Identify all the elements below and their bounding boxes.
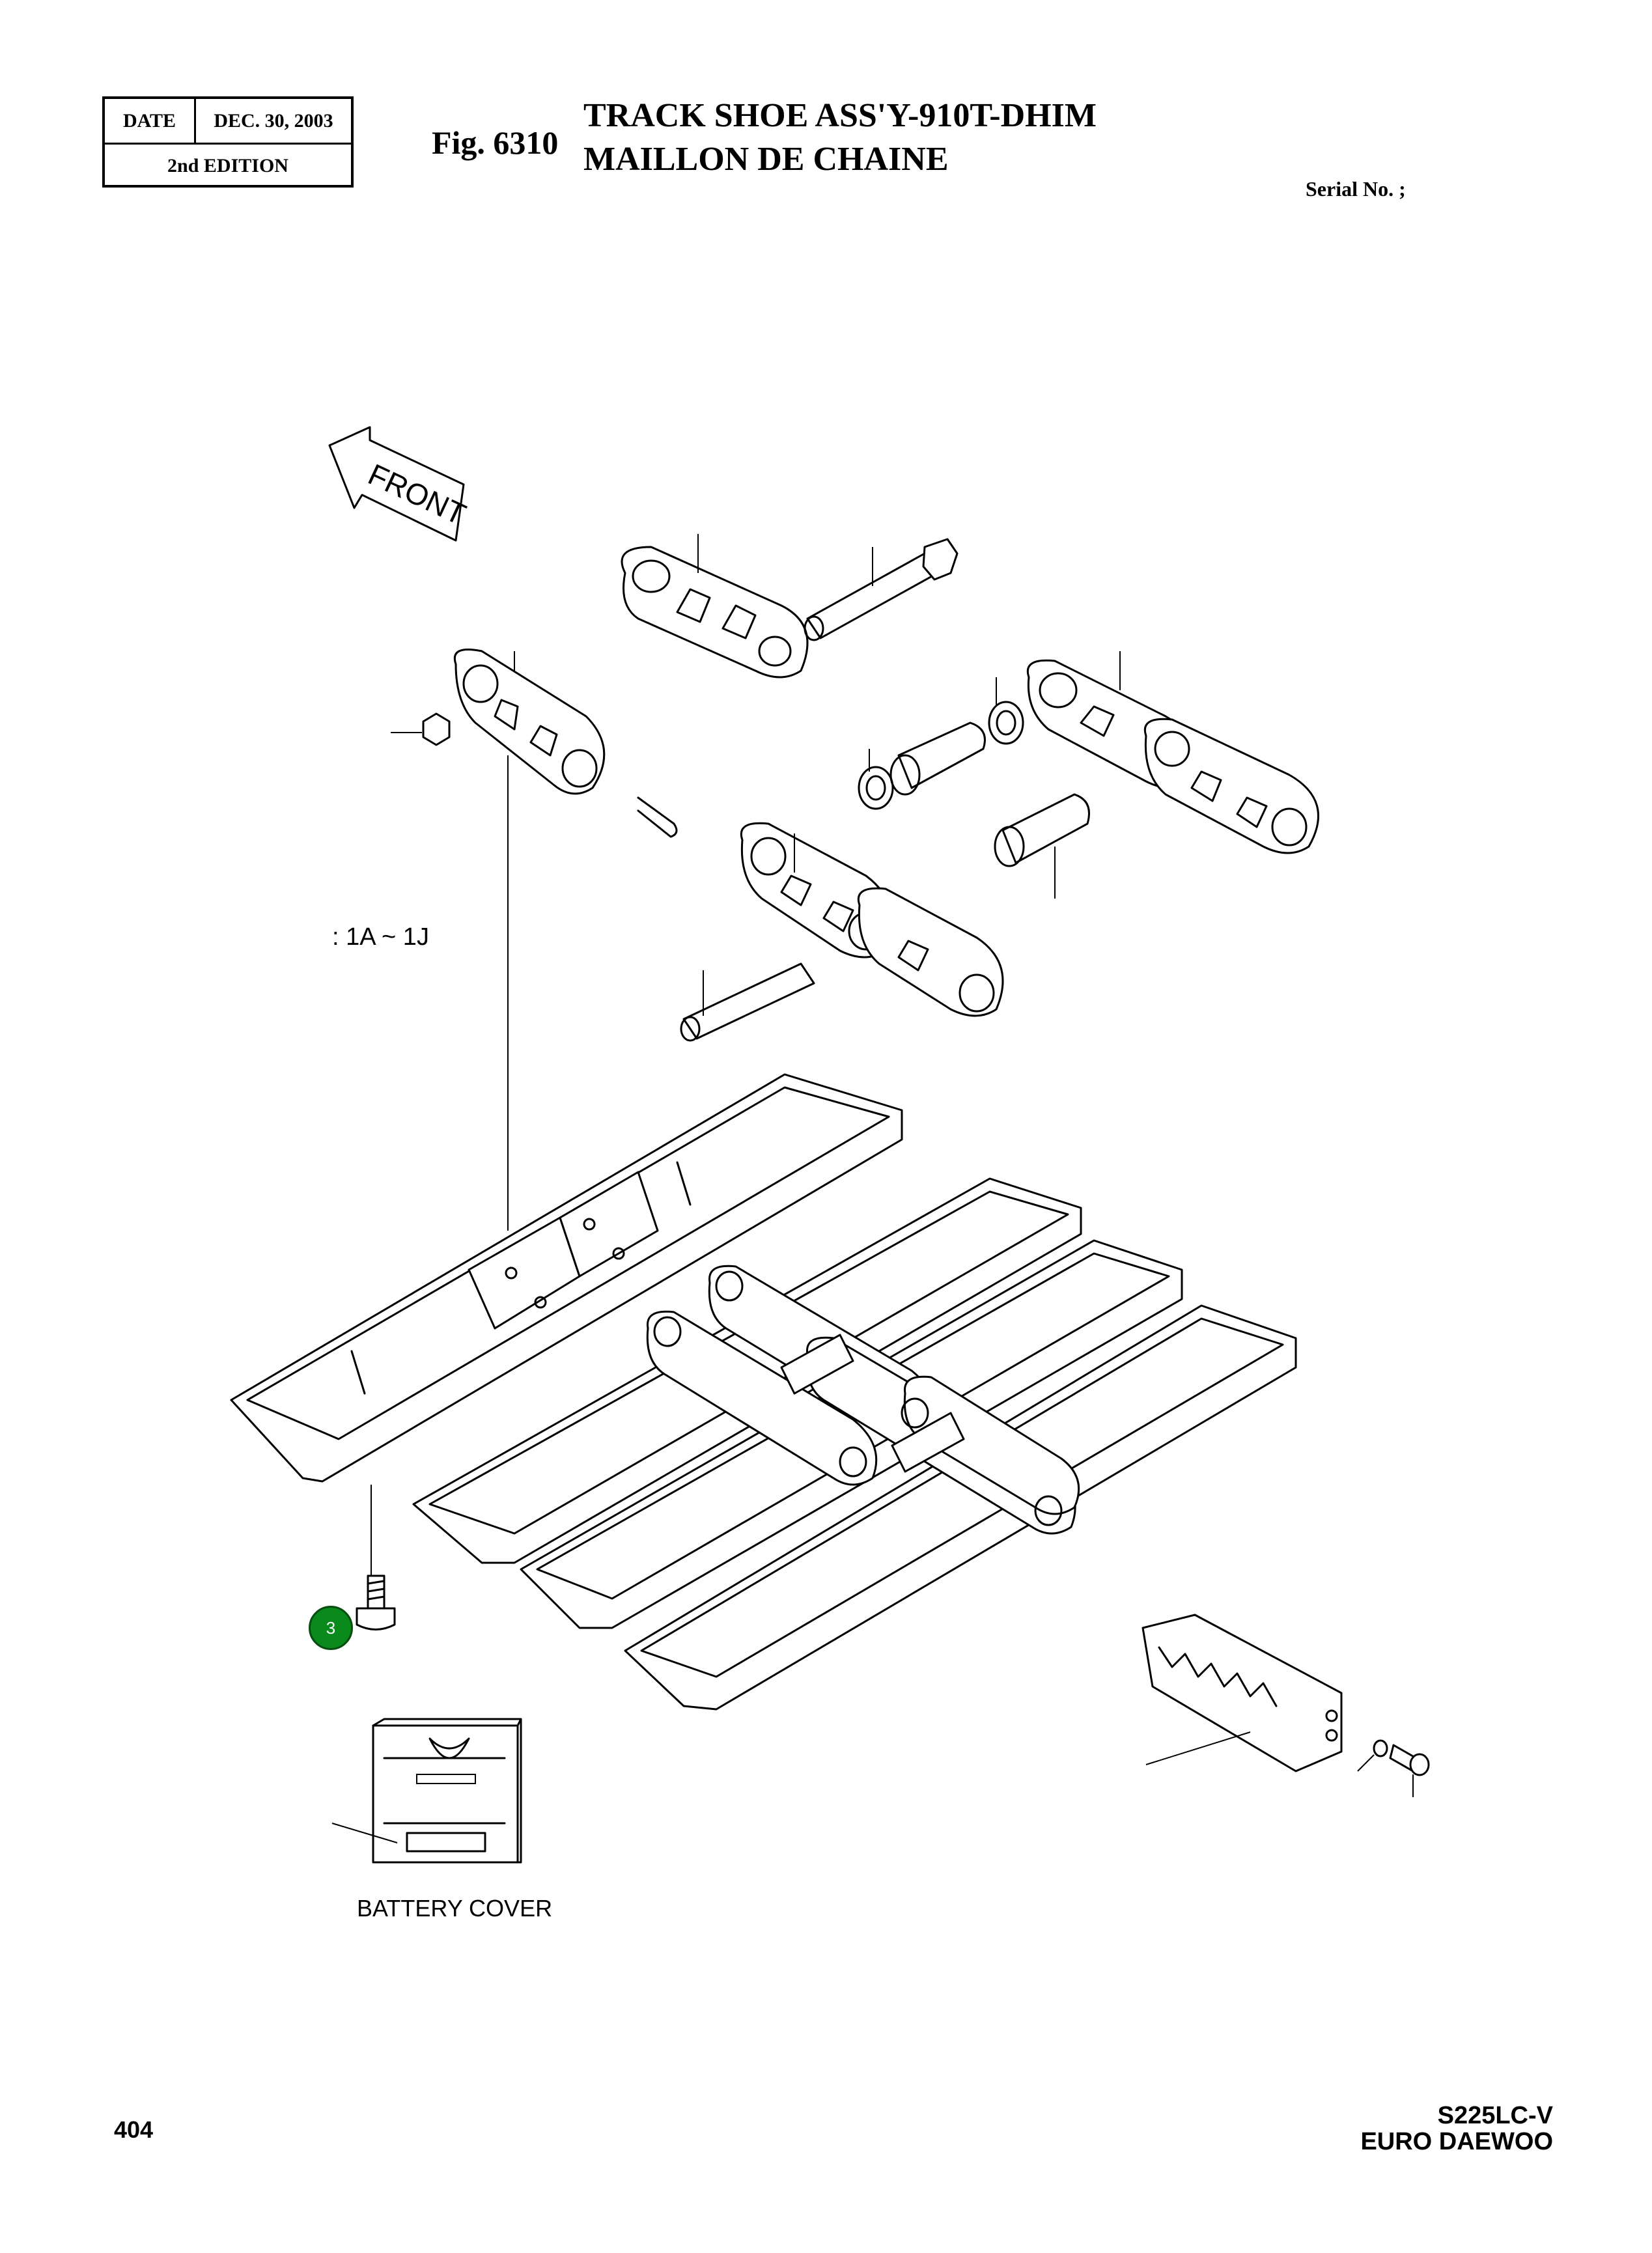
figure-number: Fig. 6310: [432, 124, 559, 161]
dust-seal-lower: [858, 749, 894, 810]
callout-3-marker[interactable]: 3: [309, 1606, 353, 1650]
track-bushing-lower: [994, 793, 1090, 899]
front-label: FRONT: [363, 457, 471, 531]
track-bushing-upper: [889, 721, 986, 796]
track-link-middle-outer: [858, 887, 1004, 1017]
track-shoe-top: [230, 1073, 903, 1483]
track-nut: [391, 712, 451, 746]
track-pin-upper: [804, 538, 959, 641]
assembled-chain: [646, 1265, 1080, 1535]
track-link-upper-left: [454, 649, 606, 795]
dust-seal-upper: [988, 677, 1024, 745]
part-range-label: : 1A ~ 1J: [332, 923, 429, 951]
track-link-upper: [621, 534, 809, 679]
shoe-bolt: [356, 1574, 396, 1630]
page-title: TRACK SHOE ASS'Y-910T-DHIM: [583, 97, 1097, 134]
track-link-upper-right-outer: [1144, 718, 1319, 854]
step-bolt: [1357, 1739, 1430, 1797]
cotter-pin: [637, 796, 678, 838]
track-pin-lower: [680, 962, 815, 1042]
serial-number-label: Serial No. ;: [1306, 177, 1406, 201]
date-label: DATE: [105, 99, 196, 143]
model-name: S225LC-V: [1437, 2102, 1553, 2129]
page-number: 404: [114, 2116, 154, 2143]
battery-cover-label: BATTERY COVER: [357, 1895, 553, 1922]
page-subtitle: MAILLON DE CHAINE: [583, 141, 949, 178]
edition-label: 2nd EDITION: [167, 155, 288, 176]
brand-name: EURO DAEWOO: [1360, 2128, 1553, 2155]
front-direction-arrow: FRONT: [328, 426, 471, 542]
date-edition-box: DATE DEC. 30, 2003 2nd EDITION: [102, 96, 354, 188]
battery-cover: [331, 1718, 522, 1864]
step-bracket: [1141, 1614, 1343, 1772]
date-value: DEC. 30, 2003: [214, 109, 333, 132]
